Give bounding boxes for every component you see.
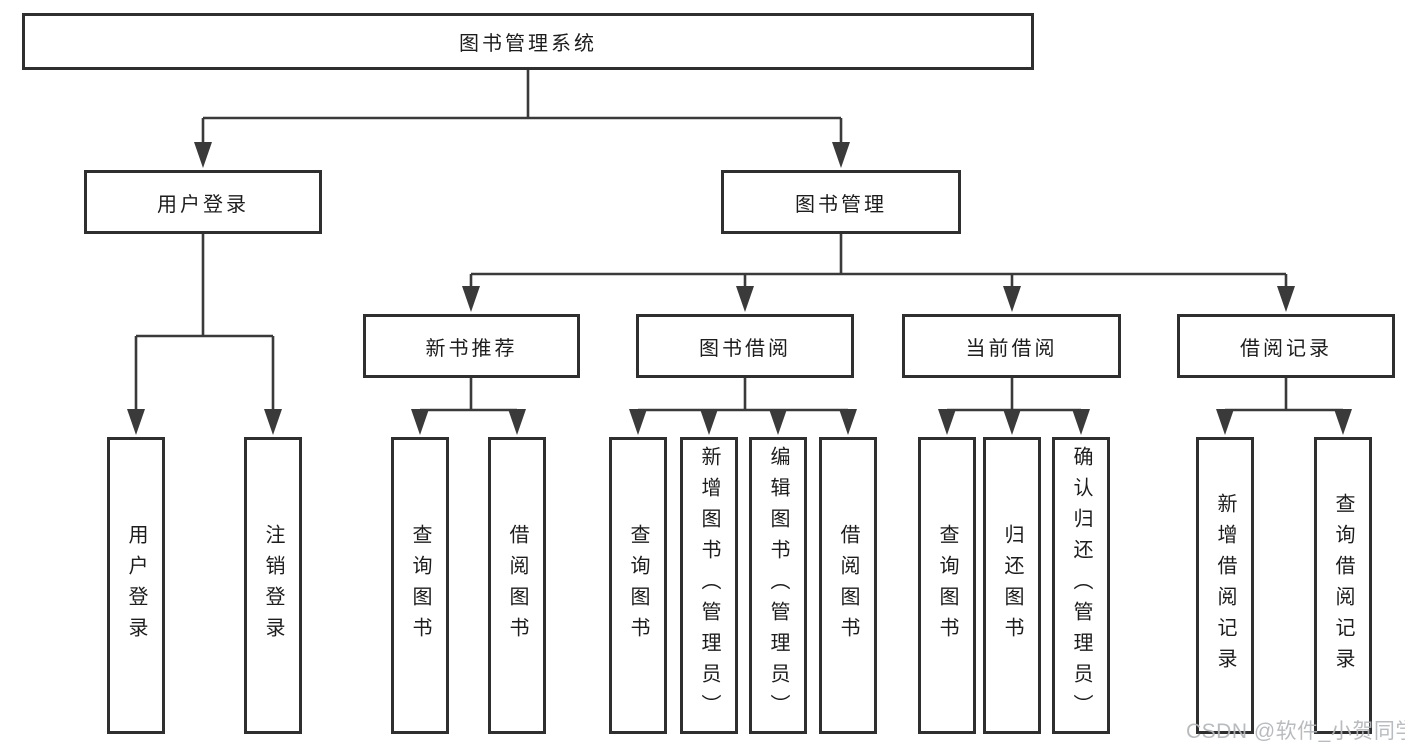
leaf-user-login: 用户登录	[107, 437, 165, 734]
leaf-edit-book-admin: 编辑图书（管理员）	[749, 437, 807, 734]
leaf-borrow-books-borrow: 借阅图书	[819, 437, 877, 734]
branch-book-management: 图书管理	[721, 170, 961, 234]
node-new-book-recommend-label: 新书推荐	[425, 337, 518, 360]
leaf-logout: 注销登录	[244, 437, 302, 734]
branch-book-management-label: 图书管理	[795, 193, 887, 216]
leaf-logout-label: 注销登录	[262, 523, 284, 648]
node-root: 图书管理系统	[22, 13, 1034, 70]
leaf-query-books-borrow-label: 查询图书	[627, 523, 649, 648]
leaf-query-books-recommend-label: 查询图书	[409, 523, 431, 648]
watermark: CSDN @软件_小贺同学	[1186, 720, 1405, 743]
leaf-query-books-current: 查询图书	[918, 437, 976, 734]
leaf-edit-book-admin-label: 编辑图书（管理员）	[767, 446, 789, 725]
node-borrow-records-label: 借阅记录	[1240, 337, 1332, 360]
leaf-query-books-borrow: 查询图书	[609, 437, 667, 734]
leaf-confirm-return-admin-label: 确认归还（管理员）	[1070, 446, 1092, 725]
leaf-add-borrow-record: 新增借阅记录	[1196, 437, 1254, 734]
leaf-borrow-books-borrow-label: 借阅图书	[837, 523, 859, 648]
leaf-query-books-recommend: 查询图书	[391, 437, 449, 734]
leaf-return-books-label: 归还图书	[1001, 523, 1023, 648]
node-new-book-recommend: 新书推荐	[363, 314, 580, 378]
node-book-borrow: 图书借阅	[636, 314, 854, 378]
leaf-user-login-label: 用户登录	[125, 523, 147, 648]
branch-user-login-label: 用户登录	[157, 193, 249, 216]
node-book-borrow-label: 图书借阅	[699, 337, 791, 360]
leaf-add-borrow-record-label: 新增借阅记录	[1214, 492, 1236, 679]
leaf-query-books-current-label: 查询图书	[936, 523, 958, 648]
node-root-label: 图书管理系统	[459, 33, 597, 55]
branch-user-login: 用户登录	[84, 170, 322, 234]
node-current-borrow: 当前借阅	[902, 314, 1121, 378]
node-borrow-records: 借阅记录	[1177, 314, 1395, 378]
leaf-return-books: 归还图书	[983, 437, 1041, 734]
leaf-add-book-admin-label: 新增图书（管理员）	[698, 446, 720, 725]
leaf-borrow-books-recommend: 借阅图书	[488, 437, 546, 734]
leaf-confirm-return-admin: 确认归还（管理员）	[1052, 437, 1110, 734]
leaf-add-book-admin: 新增图书（管理员）	[680, 437, 738, 734]
leaf-query-borrow-record-label: 查询借阅记录	[1332, 492, 1354, 679]
leaf-borrow-books-recommend-label: 借阅图书	[506, 523, 528, 648]
leaf-query-borrow-record: 查询借阅记录	[1314, 437, 1372, 734]
node-current-borrow-label: 当前借阅	[965, 337, 1058, 360]
